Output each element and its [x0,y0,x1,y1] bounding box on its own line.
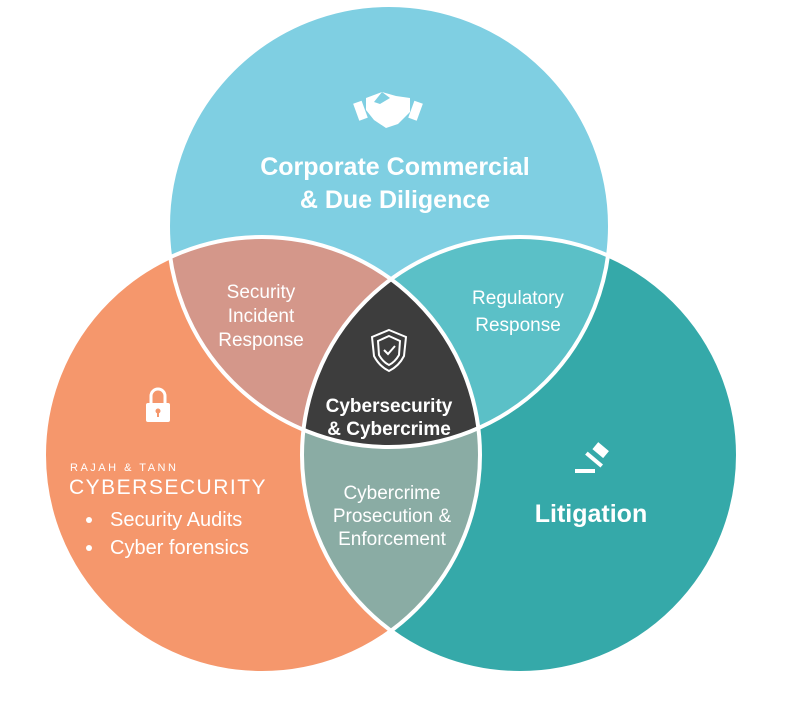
prosecution-line2: Prosecution & [333,506,452,527]
gavel-icon [575,442,609,473]
corporate-title-line2: & Due Diligence [300,186,490,214]
litigation-title: Litigation [535,500,647,528]
bullet-security-audits: Security Audits [110,509,242,531]
handshake-icon [353,92,423,128]
bullet-dot [86,517,92,523]
corporate-title-line1: Corporate Commercial [260,153,530,181]
security-incident-line3: Response [218,330,304,351]
center-title-line2: & Cybercrime [327,419,451,440]
regulatory-line1: Regulatory [472,288,564,309]
overlap-center [302,237,480,447]
bullet-dot [86,545,92,551]
bullet-cyber-forensics: Cyber forensics [110,537,249,559]
prosecution-line3: Enforcement [338,529,446,550]
brand-cybersecurity: CYBERSECURITY [69,476,267,499]
regulatory-line2: Response [475,315,561,336]
security-incident-line1: Security [227,282,296,303]
circle-outlines [42,3,740,675]
prosecution-line1: Cybercrime [343,483,440,504]
brand-rajah-tann: RAJAH & TANN [70,462,178,474]
lock-icon [146,387,170,422]
shield-check-icon [370,328,408,373]
security-incident-line2: Incident [228,306,295,327]
center-title-line1: Cybersecurity [326,396,453,417]
